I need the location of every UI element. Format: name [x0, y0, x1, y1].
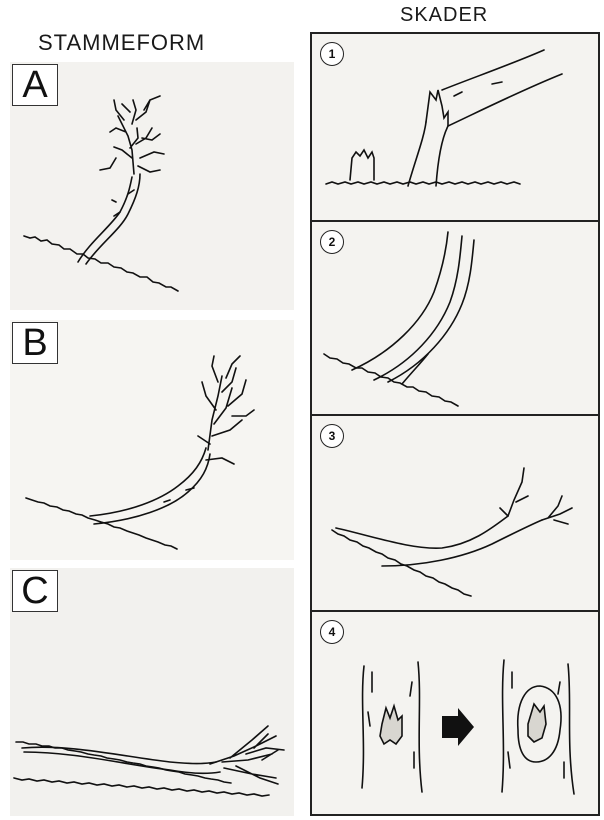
damage-cell-4: 4	[312, 612, 598, 814]
split-stem-illustration	[312, 222, 598, 416]
damage-cell-2: 2	[312, 222, 598, 416]
damage-types-box: 1 2 3	[310, 32, 600, 816]
fallen-stem-illustration	[312, 416, 598, 612]
bent-tree-illustration	[10, 320, 294, 560]
stammeform-heading: STAMMEFORM	[38, 30, 205, 56]
stem-form-panel-a: A	[10, 62, 294, 310]
arrow-right-icon	[442, 708, 474, 746]
stem-form-panel-c: C	[10, 568, 294, 816]
damage-cell-1: 1	[312, 34, 598, 222]
bark-wound-illustration	[312, 612, 598, 814]
stem-form-panel-b: B	[10, 320, 294, 560]
broken-stem-illustration	[312, 34, 598, 222]
prostrate-tree-illustration	[10, 568, 294, 816]
damage-cell-3: 3	[312, 416, 598, 612]
skader-heading: SKADER	[400, 4, 488, 27]
upright-tree-illustration	[10, 62, 294, 310]
